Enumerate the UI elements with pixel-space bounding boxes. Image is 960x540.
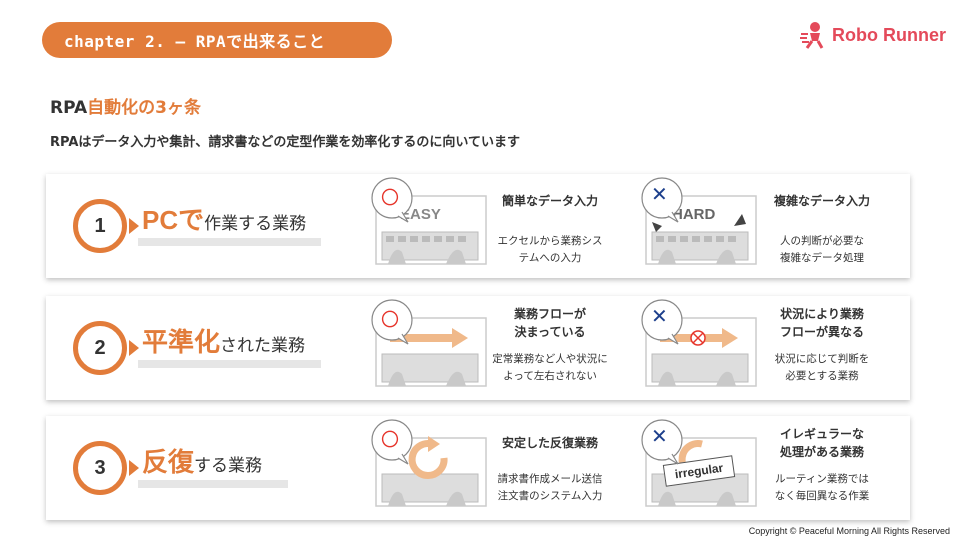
title-underline [138, 480, 288, 488]
bad-desc-line1: 人の判断が必要な [780, 235, 864, 247]
cross-bubble: ✕ [638, 176, 686, 224]
chapter-title: chapter 2. — RPAで出来ること [64, 32, 326, 51]
row-number-badge: 1 [73, 199, 127, 253]
good-desc-line2: 注文書のシステム入力 [497, 490, 603, 502]
flow-keyboard-illustration: 〇 [371, 299, 492, 388]
good-desc-line2: よって左右されない [503, 370, 597, 382]
page-subtitle: RPAはデータ入力や集計、請求書などの定型作業を効率化するのに向いています [50, 135, 521, 150]
row-title-rest: する業務 [194, 456, 263, 476]
row-number-badge: 3 [73, 441, 127, 495]
bad-heading-line2: 処理がある業務 [779, 445, 864, 459]
cross-mark-icon: ✕ [651, 304, 668, 328]
good-heading: 安定した反復業務 [501, 436, 598, 450]
rule-row-2: 2 平準化 された業務 〇 業務フローが 決まっている 定常業務など人や状況に … [46, 296, 910, 400]
robot-runner-icon [800, 22, 824, 49]
good-desc-line1: 定常業務など人や状況に [492, 353, 608, 365]
bad-heading-line1: 状況により業務 [780, 307, 864, 321]
page-title: RPA自動化の3ヶ条 [50, 93, 201, 118]
cross-mark-icon: ✕ [651, 424, 668, 448]
easy-keyboard-illustration: EASY 〇 [371, 177, 492, 266]
arrow-icon [129, 218, 139, 234]
cross-bubble: ✕ [638, 418, 686, 466]
row-number-badge: 2 [73, 321, 127, 375]
title-underline [138, 360, 321, 368]
row-title-rest: 作業する業務 [204, 214, 307, 234]
irregular-keyboard-illustration: irregular ✕ [641, 419, 762, 508]
arrow-icon [129, 460, 139, 476]
good-desc-line2: テムへの入力 [518, 252, 582, 264]
repeat-keyboard-illustration: 〇 [371, 419, 492, 508]
hard-keyboard-illustration: HARD ✕ [641, 177, 762, 266]
bad-desc-line1: 状況に応じて判断を [774, 353, 870, 365]
cross-mark-icon: ✕ [651, 182, 668, 206]
check-bubble: 〇 [368, 418, 416, 466]
good-heading: 簡単なデータ入力 [501, 194, 598, 208]
row-title-emphasis: 反復 [142, 447, 195, 477]
row-title: PCで 作業する業務 [142, 200, 306, 237]
good-desc-line1: エクセルから業務シス [497, 235, 603, 247]
arrow-icon [129, 340, 139, 356]
row-title-emphasis: PCで [142, 205, 205, 235]
robo-runner-logo: Robo Runner [800, 20, 946, 50]
bad-heading: 複雑なデータ入力 [773, 194, 870, 208]
bad-heading-line2: フローが異なる [779, 325, 864, 339]
chapter-pill: chapter 2. — RPAで出来ること [42, 22, 392, 58]
logo-text: Robo Runner [832, 24, 946, 45]
row-title: 平準化 された業務 [142, 322, 305, 359]
rule-row-1: 1 PCで 作業する業務 EASY 〇 簡単なデータ入力 エクセルから業務シス … [46, 174, 910, 278]
good-heading-line1: 業務フローが [513, 307, 586, 321]
row-title-rest: された業務 [220, 336, 306, 356]
title-prefix: RPA [50, 98, 88, 118]
bad-heading-line1: イレギュラーな [779, 427, 864, 441]
circle-mark-icon: 〇 [381, 188, 399, 209]
title-underline [138, 238, 321, 246]
rule-row-3: 3 反復 する業務 〇 安定した反復業務 請求書作成メール送信 注文書のシステム… [46, 416, 910, 520]
circle-mark-icon: 〇 [381, 430, 399, 451]
title-accent: 自動化の3ヶ条 [87, 98, 201, 118]
bad-desc-line2: 複雑なデータ処理 [780, 252, 864, 264]
hard-label: HARD [672, 206, 716, 223]
bad-desc-line1: ルーティン業務では [775, 473, 869, 485]
good-desc-line1: 請求書作成メール送信 [497, 473, 603, 485]
cross-bubble: ✕ [638, 298, 686, 346]
row-title: 反復 する業務 [142, 442, 262, 479]
copyright-notice: Copyright © Peaceful Morning All Rights … [748, 526, 950, 536]
easy-label: EASY [400, 206, 441, 223]
row-title-emphasis: 平準化 [142, 327, 221, 357]
check-bubble: 〇 [368, 298, 416, 346]
blocked-flow-keyboard-illustration: ✕ [641, 299, 762, 388]
bad-desc-line2: 必要とする業務 [785, 370, 859, 382]
bad-desc-line2: なく毎回異なる作業 [774, 490, 870, 502]
check-bubble: 〇 [368, 176, 416, 224]
good-heading-line2: 決まっている [514, 325, 586, 339]
circle-mark-icon: 〇 [381, 310, 399, 331]
